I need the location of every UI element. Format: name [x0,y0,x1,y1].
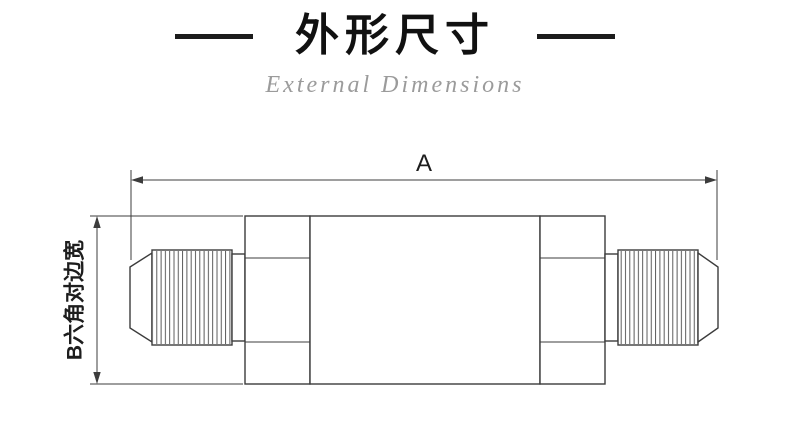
page-title: 外形尺寸 [295,11,495,60]
header: 外形尺寸 [0,11,790,60]
dimension-a-arrowhead-left [131,176,143,184]
page-subtitle: External Dimensions [265,72,525,98]
dimension-b-arrowhead-bottom [93,372,101,384]
flare-tip-left [129,251,153,344]
dimension-a-label: A [416,150,432,177]
thread-hatching-right [619,251,697,344]
thread-hatching-left [153,251,231,344]
hex-nut-right [539,215,606,385]
hex-nut-left [244,215,311,385]
collar-left [231,253,246,342]
dimension-b-label: B六角对边宽 [63,240,87,360]
flare-tip-right [697,251,719,344]
fitting-body [309,215,541,385]
title-dash-right [537,33,615,39]
collar-right [604,253,619,342]
dimension-b-arrowhead-top [93,216,101,228]
title-dash-left [175,33,253,39]
dimension-a-arrowhead-right [705,176,717,184]
